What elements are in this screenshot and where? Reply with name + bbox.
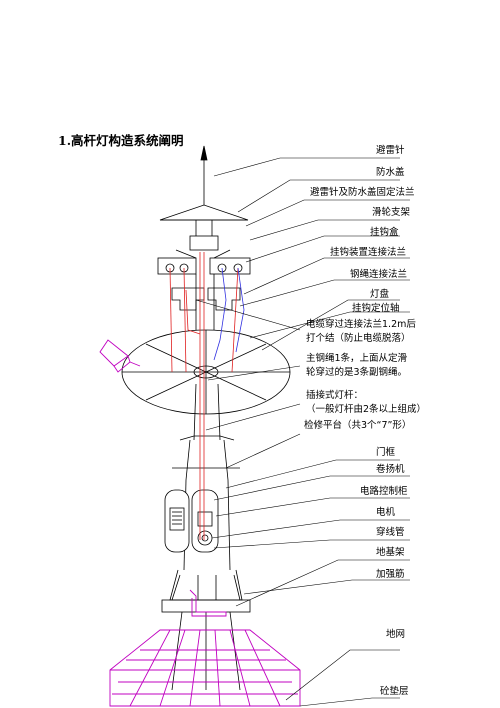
label-line: 卷扬机 bbox=[376, 463, 405, 475]
label-line: 地网 bbox=[386, 628, 405, 640]
label-main-rope: 主钢绳1条，上面从定滑轮穿过的是3条副钢绳。 bbox=[306, 352, 408, 378]
label-line: 砼垫层 bbox=[380, 685, 409, 697]
label-rope-flange: 钢绳连接法兰 bbox=[350, 268, 407, 280]
leaders bbox=[195, 157, 410, 707]
label-cable-flange: 电缆穿过连接法兰1.2m后打个结（防止电缆脱落） bbox=[306, 318, 416, 344]
label-line: 挂钩装置连接法兰 bbox=[330, 246, 406, 258]
label-line: 主钢绳1条，上面从定滑 bbox=[306, 352, 408, 364]
label-hook-positioning-shaft: 挂钩定位轴 bbox=[352, 302, 400, 314]
label-winch: 卷扬机 bbox=[376, 463, 405, 475]
label-line: （一般灯杆由2条以上组成） bbox=[306, 403, 426, 415]
hook-box-shape bbox=[171, 287, 241, 311]
label-lightning-rod: 避雷针 bbox=[376, 144, 405, 156]
label-conduit: 穿线管 bbox=[376, 526, 405, 538]
label-control-board: 电路控制柜 bbox=[360, 485, 408, 497]
rain-cover-shape bbox=[159, 204, 249, 236]
label-line: 电机 bbox=[376, 506, 396, 518]
labels-layer: 避雷针防水盖避雷针及防水盖固定法兰滑轮支架挂钩盒挂钩装置连接法兰钢绳连接法兰灯盘… bbox=[304, 144, 426, 697]
label-line: 插接式灯杆： bbox=[306, 389, 363, 401]
conduit-shape bbox=[189, 589, 227, 617]
lamp-disk-shape bbox=[121, 329, 291, 415]
label-hook-box: 挂钩盒 bbox=[370, 226, 399, 238]
label-line: 电路控制柜 bbox=[360, 485, 408, 497]
rope-blue bbox=[213, 267, 245, 361]
label-line: 轮穿过的是3条副钢绳。 bbox=[306, 366, 407, 378]
label-line: 门框 bbox=[376, 446, 396, 458]
label-line: 挂钩定位轴 bbox=[352, 302, 400, 314]
label-line: 避雷针 bbox=[376, 144, 405, 156]
label-line: 灯盘 bbox=[370, 288, 390, 300]
label-socket-pole: 插接式灯杆： （一般灯杆由2条以上组成） bbox=[306, 389, 426, 415]
label-line: 检修平台（共3个“7”形） bbox=[304, 419, 411, 431]
label-rod-cover-flange: 避雷针及防水盖固定法兰 bbox=[310, 186, 415, 198]
page-title: 1.高杆灯构造系统阐明 bbox=[58, 133, 184, 148]
label-door-frame: 门框 bbox=[376, 446, 396, 458]
label-hook-flange: 挂钩装置连接法兰 bbox=[330, 246, 406, 258]
floodlight-shape bbox=[99, 339, 141, 373]
door-frame-shape bbox=[164, 489, 219, 553]
label-line: 避雷针及防水盖固定法兰 bbox=[310, 186, 415, 198]
label-ground-net: 地网 bbox=[386, 628, 405, 640]
label-platform: 检修平台（共3个“7”形） bbox=[304, 419, 411, 431]
label-rain-cover: 防水盖 bbox=[376, 166, 405, 178]
label-motor: 电机 bbox=[376, 506, 396, 518]
label-concrete-pad: 砼垫层 bbox=[380, 685, 409, 697]
label-line: 防水盖 bbox=[376, 166, 405, 178]
label-pulley-bracket: 滑轮支架 bbox=[372, 206, 411, 218]
label-line: 穿线管 bbox=[376, 526, 405, 538]
rope-red bbox=[169, 252, 239, 540]
label-line: 加强筋 bbox=[376, 568, 405, 580]
ground-net-shape bbox=[109, 629, 301, 707]
label-stiffener: 加强筋 bbox=[376, 568, 405, 580]
label-line: 打个结（防止电缆脱落） bbox=[306, 332, 411, 344]
label-line: 挂钩盒 bbox=[370, 226, 399, 238]
pulley-bracket-shape bbox=[157, 235, 251, 275]
label-foundation-frame: 地基架 bbox=[376, 546, 405, 558]
mast-structure bbox=[121, 145, 291, 691]
label-line: 电缆穿过连接法兰1.2m后 bbox=[306, 318, 416, 330]
label-line: 钢绳连接法兰 bbox=[350, 268, 407, 280]
label-line: 滑轮支架 bbox=[372, 206, 411, 218]
label-line: 地基架 bbox=[376, 546, 405, 558]
label-lamp-disk: 灯盘 bbox=[370, 288, 390, 300]
